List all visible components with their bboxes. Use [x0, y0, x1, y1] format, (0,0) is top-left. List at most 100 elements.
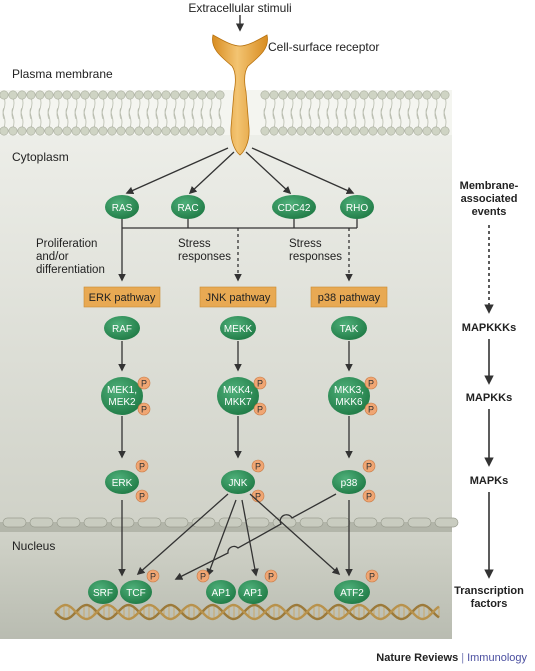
phosphate-marker: P	[365, 569, 379, 583]
svg-text:factors: factors	[471, 598, 508, 610]
svg-text:Stress: Stress	[289, 238, 322, 250]
svg-text:P: P	[150, 572, 156, 582]
tf-srf: SRF	[88, 580, 118, 604]
svg-text:Membrane-: Membrane-	[460, 180, 519, 192]
phosphate-marker: P	[362, 489, 376, 503]
mapk-node: JNK	[221, 470, 255, 494]
svg-text:ERK: ERK	[112, 478, 133, 489]
mapkkk-node: MEKK	[220, 316, 256, 340]
svg-text:MAPKKKs: MAPKKKs	[462, 322, 516, 334]
svg-text:ATF2: ATF2	[340, 588, 364, 599]
svg-text:events: events	[472, 206, 507, 218]
svg-text:P: P	[141, 405, 147, 415]
svg-text:TAK: TAK	[340, 324, 359, 335]
svg-text:P: P	[366, 462, 372, 472]
phosphate-marker: P	[253, 376, 267, 390]
phosphate-marker: P	[362, 459, 376, 473]
phosphate-marker: P	[137, 376, 151, 390]
svg-text:MAPKKs: MAPKKs	[466, 392, 512, 404]
phosphate-marker: P	[253, 402, 267, 416]
mapk-to-tf-arrows	[118, 493, 353, 580]
phosphate-marker: P	[135, 459, 149, 473]
phosphate-marker: P	[364, 376, 378, 390]
phosphate-marker: P	[137, 402, 151, 416]
transcription-factors: SRF TCF AP1 AP1 ATF2	[88, 580, 370, 604]
svg-text:P: P	[139, 462, 145, 472]
svg-text:MEK2: MEK2	[108, 397, 136, 408]
svg-text:P: P	[139, 492, 145, 502]
phosphate-marker: P	[135, 489, 149, 503]
phosphate-marker: P	[251, 459, 265, 473]
svg-text:responses: responses	[178, 251, 231, 263]
svg-text:ERK pathway: ERK pathway	[89, 292, 156, 304]
extracellular-stimuli-label: Extracellular stimuli	[188, 1, 291, 15]
cell-surface-receptor	[212, 34, 268, 156]
mapkk-node: MEK1,MEK2	[101, 377, 143, 415]
svg-text:P: P	[268, 572, 274, 582]
svg-text:JNK: JNK	[229, 478, 248, 489]
plasma-membrane	[0, 90, 452, 136]
svg-text:RAC: RAC	[177, 203, 198, 214]
receptor-to-gtpase-arrows	[125, 147, 355, 195]
phosphate-marker: P	[264, 569, 278, 583]
phosphate-marker: P	[251, 489, 265, 503]
svg-text:TCF: TCF	[126, 588, 145, 599]
mapkkk-node: RAF	[104, 316, 140, 340]
gtpase-ras: RAS	[105, 195, 139, 219]
svg-text:p38: p38	[341, 478, 358, 489]
gtpase-rho: RHO	[340, 195, 374, 219]
tf-tcf: TCF	[120, 580, 152, 604]
svg-text:SRF: SRF	[93, 588, 113, 599]
mapkk-node: MKK3,MKK6	[328, 377, 370, 415]
phosphate-marker: P	[146, 569, 160, 583]
cytoplasm-label: Cytoplasm	[12, 150, 69, 164]
credit-journal: Immunology	[467, 652, 527, 664]
svg-text:AP1: AP1	[212, 588, 231, 599]
svg-text:P: P	[200, 572, 206, 582]
tf-ap1-a: AP1	[206, 580, 236, 604]
svg-text:P: P	[368, 379, 374, 389]
svg-text:P: P	[255, 492, 261, 502]
level-legend: Membrane- associated events MAPKKKs MAPK…	[454, 180, 524, 610]
svg-text:Proliferation: Proliferation	[36, 238, 97, 250]
annotation-stress-jnk: Stress responses	[178, 238, 231, 263]
svg-text:P: P	[255, 462, 261, 472]
credit-separator: |	[461, 652, 465, 664]
pathway-box: JNK pathway	[199, 286, 277, 308]
svg-text:CDC42: CDC42	[278, 203, 311, 214]
cytoplasm-region	[0, 90, 452, 535]
svg-text:P: P	[369, 572, 375, 582]
tf-ap1-b: AP1	[238, 580, 268, 604]
svg-text:P: P	[257, 379, 263, 389]
svg-text:MEKK: MEKK	[224, 324, 253, 335]
annotation-stress-p38: Stress responses	[289, 238, 342, 263]
svg-text:P: P	[257, 405, 263, 415]
svg-text:MKK3,: MKK3,	[334, 385, 364, 396]
pathway-box: p38 pathway	[310, 286, 388, 308]
credit-brand: Nature Reviews	[376, 652, 459, 664]
svg-text:responses: responses	[289, 251, 342, 263]
mapkk-node: MKK4,MKK7	[217, 377, 259, 415]
svg-text:MKK7: MKK7	[224, 397, 252, 408]
svg-text:P: P	[366, 492, 372, 502]
svg-text:JNK pathway: JNK pathway	[206, 292, 271, 304]
tf-atf2: ATF2	[334, 580, 370, 604]
svg-text:differentiation: differentiation	[36, 264, 105, 276]
dna-helix	[54, 603, 440, 621]
phosphate-marker: P	[364, 402, 378, 416]
svg-text:Transcription: Transcription	[454, 585, 524, 597]
gtpase-bracket	[121, 219, 358, 229]
pathway-box: ERK pathway	[83, 286, 161, 308]
svg-text:RHO: RHO	[346, 203, 368, 214]
svg-text:p38 pathway: p38 pathway	[318, 292, 381, 304]
svg-text:P: P	[141, 379, 147, 389]
svg-text:MKK6: MKK6	[335, 397, 363, 408]
annotation-proliferation: Proliferation and/or differentiation	[36, 238, 105, 276]
svg-text:and/or: and/or	[36, 251, 69, 263]
svg-text:MEK1,: MEK1,	[107, 385, 137, 396]
